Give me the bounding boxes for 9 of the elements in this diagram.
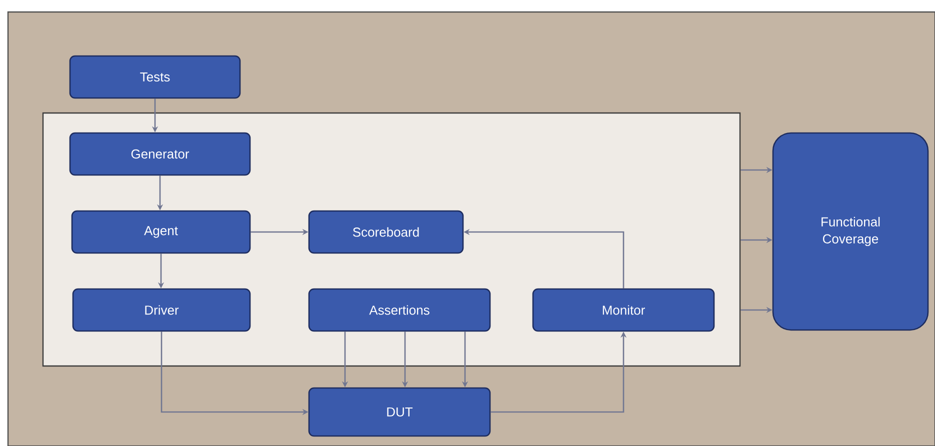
process-box: DUT	[308, 387, 491, 437]
process-box: Functional Coverage	[772, 132, 929, 331]
process-box: Scoreboard	[308, 210, 464, 254]
process-box: Assertions	[308, 288, 491, 332]
process-box: Generator	[69, 132, 251, 176]
process-box: Driver	[72, 288, 251, 332]
process-box: Agent	[71, 210, 251, 254]
process-box: Monitor	[532, 288, 715, 332]
process-box: Tests	[69, 55, 241, 99]
